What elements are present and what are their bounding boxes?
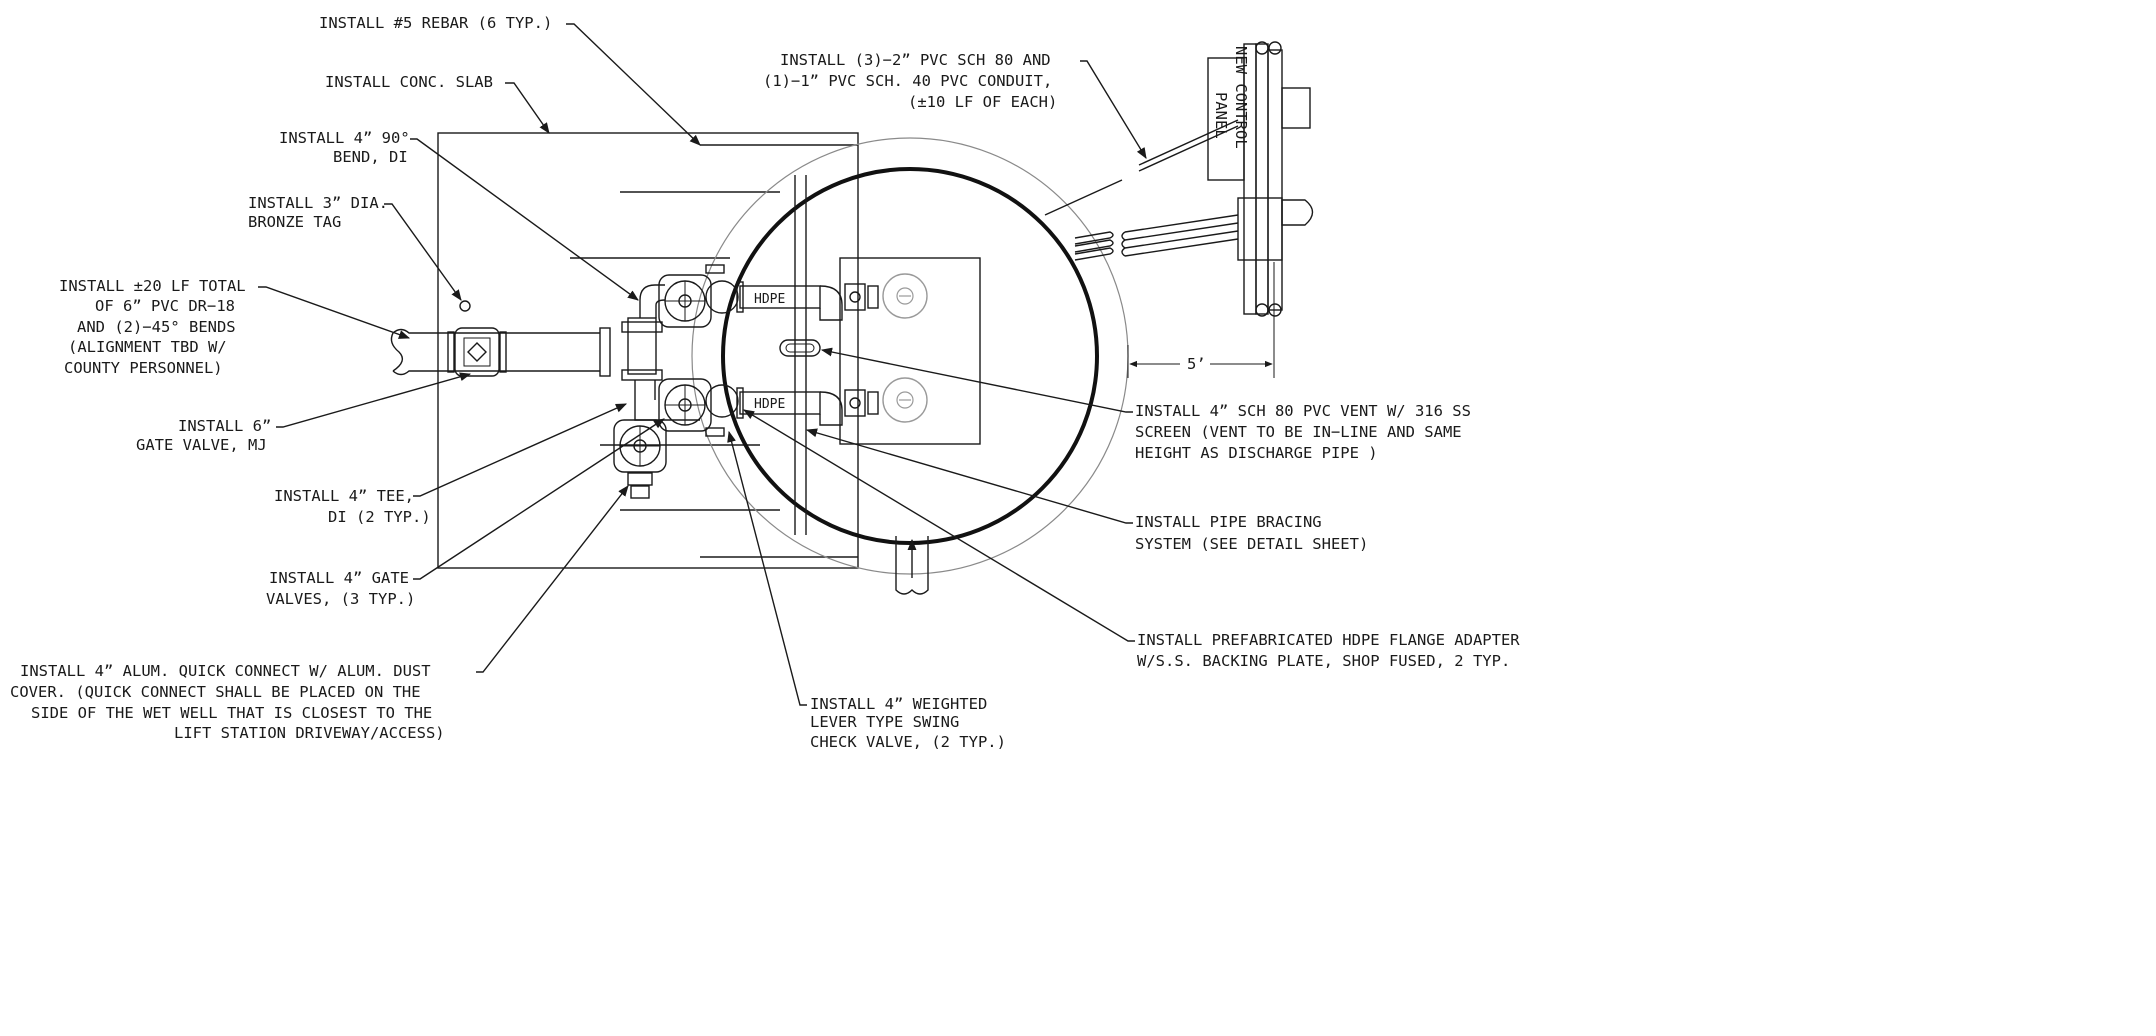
callout-check-line2: LEVER TYPE SWING	[810, 713, 959, 731]
quick-connect	[630, 485, 650, 499]
callout-bend-line1: INSTALL 4” 90°	[279, 129, 410, 147]
leader-tee	[413, 403, 628, 497]
callout-gate4-line2: VALVES, (3 TYP.)	[266, 590, 415, 608]
callout-flange-line2: W/S.S. BACKING PLATE, SHOP FUSED, 2 TYP.	[1137, 652, 1510, 670]
callout-pvc-line3: AND (2)−45° BENDS	[77, 318, 236, 336]
panel-label-line1: NEW CONTROL	[1232, 46, 1250, 149]
callout-quick-line3: SIDE OF THE WET WELL THAT IS CLOSEST TO …	[31, 704, 432, 722]
callout-tee-line1: INSTALL 4” TEE,	[274, 487, 414, 505]
callout-vent-line2: SCREEN (VENT TO BE IN−LINE AND SAME	[1135, 423, 1462, 441]
callout-bend-line2: BEND, DI	[333, 148, 408, 166]
gate-valve-6in	[454, 327, 500, 377]
valve-header-pipe	[627, 317, 657, 375]
pipe-break	[390, 332, 404, 372]
pump-icon	[882, 377, 928, 423]
callout-bracing-line1: INSTALL PIPE BRACING	[1135, 513, 1322, 531]
concrete-slab	[437, 132, 859, 569]
vent-pipe	[785, 343, 815, 353]
pipe-elbow	[819, 285, 843, 321]
leader-rebar	[566, 23, 701, 146]
pipe-elbow	[819, 391, 843, 426]
callout-pvc-line4: (ALIGNMENT TBD W/	[68, 338, 227, 356]
leader-conduit	[1080, 60, 1147, 159]
callout-gate6-line1: INSTALL 6”	[178, 417, 271, 435]
conduit-group	[1044, 119, 1239, 261]
pump-icon	[896, 391, 914, 409]
hdpe-flange-adapter	[736, 387, 744, 419]
callout-pvc-line2: OF 6” PVC DR−18	[95, 297, 235, 315]
wet-well-wall	[721, 167, 1099, 545]
callout-check-line1: INSTALL 4” WEIGHTED	[810, 695, 987, 713]
tee-4in	[621, 321, 663, 333]
pump-valve	[844, 283, 879, 311]
gate-valve-6in	[499, 331, 507, 373]
leader-gate6	[276, 372, 472, 428]
leader-bracing	[805, 428, 1133, 524]
hdpe-label-bottom: HDPE	[754, 397, 785, 412]
callout-quick-line1: INSTALL 4” ALUM. QUICK CONNECT W/ ALUM. …	[20, 662, 431, 680]
leader-flange	[743, 409, 1135, 642]
gate-valve-6in	[467, 342, 487, 362]
callout-tee-line2: DI (2 TYP.)	[328, 508, 431, 526]
gate-valve-4in	[658, 378, 712, 432]
leader-pvc	[258, 286, 411, 339]
callout-conduit-line2: (1)−1” PVC SCH. 40 PVC CONDUIT,	[763, 72, 1052, 90]
leader-tag	[384, 203, 462, 301]
discharge-pipe	[739, 391, 821, 415]
check-valve-body	[705, 384, 739, 418]
callout-rebar: INSTALL #5 REBAR (6 TYP.)	[319, 14, 552, 32]
callout-conduit-line3: (±10 LF OF EACH)	[908, 93, 1057, 111]
dimension-label: 5’	[1187, 355, 1206, 373]
inlet-pipe	[895, 536, 929, 595]
hdpe-flange-adapter	[736, 281, 744, 313]
bronze-tag-icon	[459, 300, 471, 312]
callout-gate4-line1: INSTALL 4” GATE	[269, 569, 409, 587]
leader-quick	[476, 485, 629, 673]
callout-bracing-line2: SYSTEM (SEE DETAIL SHEET)	[1135, 535, 1368, 553]
callout-quick-line2: COVER. (QUICK CONNECT SHALL BE PLACED ON…	[10, 683, 421, 701]
hdpe-label-top: HDPE	[754, 292, 785, 307]
vent-pipe	[779, 339, 821, 357]
callout-vent-line1: INSTALL 4” SCH 80 PVC VENT W/ 316 SS	[1135, 402, 1471, 420]
leader-bend	[410, 138, 639, 301]
check-valve-lever	[705, 264, 725, 274]
leader-vent	[820, 347, 1133, 413]
callout-tag-line1: INSTALL 3” DIA.	[248, 194, 388, 212]
quick-connect	[627, 472, 653, 486]
check-valve-lever	[705, 427, 725, 437]
gate-valve-4in	[613, 419, 667, 473]
callout-tag-line2: BRONZE TAG	[248, 213, 341, 231]
panel-label-line2: PANEL	[1212, 92, 1230, 139]
reducer-flange	[599, 327, 611, 377]
callout-gate6-line2: GATE VALVE, MJ	[136, 436, 267, 454]
check-valve-body	[705, 280, 739, 314]
callout-quick-line4: LIFT STATION DRIVEWAY/ACCESS)	[174, 724, 445, 742]
callout-flange-line1: INSTALL PREFABRICATED HDPE FLANGE ADAPTE…	[1137, 631, 1520, 649]
discharge-pipe	[739, 285, 821, 309]
wet-well-concrete-ring	[691, 137, 1129, 575]
callout-check-line3: CHECK VALVE, (2 TYP.)	[810, 733, 1006, 751]
pump-plate	[839, 257, 981, 445]
pump-valve	[844, 389, 879, 417]
callout-vent-line3: HEIGHT AS DISCHARGE PIPE )	[1135, 444, 1378, 462]
leader-lines	[258, 23, 1147, 706]
control-panel: NEW CONTROL PANEL	[1207, 41, 1314, 317]
leader-slab	[505, 82, 550, 134]
lift-station-plan-drawing: HDPE HDPE	[10, 14, 1520, 751]
gate-valve-6in	[463, 337, 491, 367]
gate-valve-4in	[658, 274, 712, 328]
gate-valve-6in	[447, 331, 455, 373]
callout-slab: INSTALL CONC. SLAB	[325, 73, 493, 91]
callout-conduit-line1: INSTALL (3)−2” PVC SCH 80 AND	[780, 51, 1051, 69]
leader-gate4	[413, 418, 665, 580]
pump-icon	[896, 287, 914, 305]
pipe-bend-4in	[639, 284, 666, 318]
callout-pvc-line5: COUNTY PERSONNEL)	[64, 359, 223, 377]
callout-pvc-line1: INSTALL ±20 LF TOTAL	[59, 277, 246, 295]
pvc-force-main	[392, 328, 600, 376]
tee-4in	[621, 369, 663, 381]
pump-icon	[882, 273, 928, 319]
leader-check	[727, 430, 807, 706]
rebar-group	[570, 144, 858, 558]
